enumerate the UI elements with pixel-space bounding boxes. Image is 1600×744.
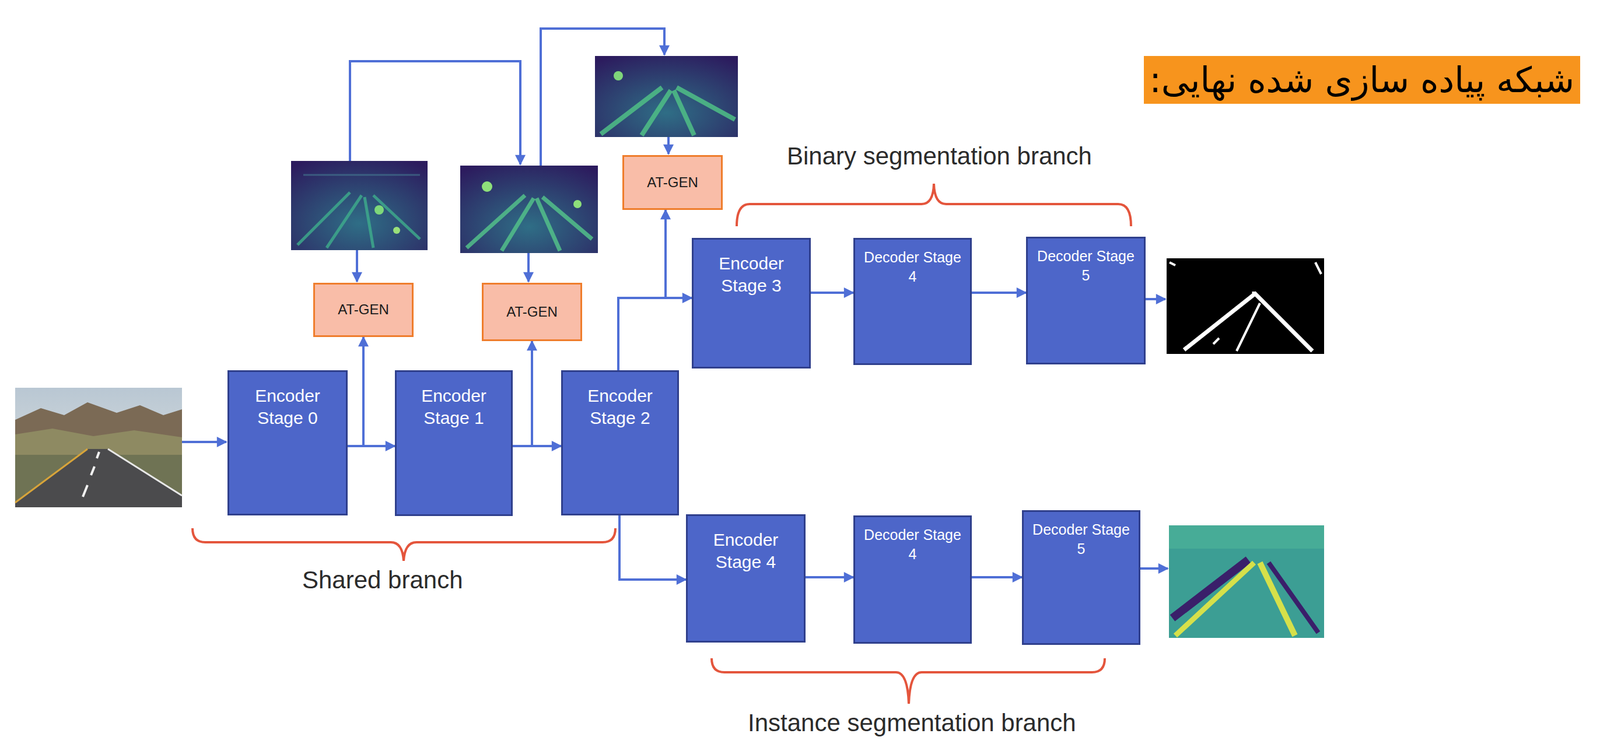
flow-arrow	[619, 515, 686, 580]
decoder-box: Decoder Stage 5	[1021, 510, 1141, 646]
box-text: Encoder Stage 4	[693, 529, 798, 573]
branch-label: Shared branch	[302, 565, 464, 595]
flow-arrow	[971, 576, 1022, 579]
flow-arrow	[618, 298, 692, 371]
slide-title: شبکه پیاده سازی شده نهایی:	[1143, 55, 1581, 104]
decoder-box: Decoder Stage 4	[853, 237, 972, 366]
flow-arrow	[805, 576, 854, 579]
encoder-box: Encoder Stage 4	[685, 514, 806, 643]
road-photo	[15, 387, 182, 508]
binary-output	[1166, 258, 1325, 355]
attention-map	[291, 160, 428, 251]
instance-output	[1168, 525, 1325, 639]
attention-map	[594, 55, 738, 138]
attention-generator-box: AT-GEN	[622, 155, 723, 210]
box-text: Encoder Stage 2	[568, 384, 672, 429]
decoder-box: Decoder Stage 4	[853, 515, 972, 644]
layout-arrows	[181, 28, 1168, 569]
box-text: AT-GEN	[646, 174, 699, 192]
flow-arrow	[512, 445, 562, 448]
encoder-box: Encoder Stage 0	[227, 370, 348, 516]
box-text: Encoder Stage 3	[699, 252, 804, 297]
flow-arrow	[512, 341, 532, 447]
box-text: AT-GEN	[506, 303, 558, 321]
encoder-box: Encoder Stage 2	[561, 370, 679, 516]
attention-generator-box: AT-GEN	[481, 282, 583, 342]
attention-generator-box: AT-GEN	[313, 282, 414, 338]
flow-arrow	[971, 291, 1027, 294]
flow-arrow	[347, 337, 364, 447]
encoder-box: Encoder Stage 1	[394, 370, 513, 517]
box-text: Decoder Stage 5	[1033, 246, 1139, 285]
decoder-box: Decoder Stage 5	[1026, 236, 1146, 365]
branch-label: Binary segmentation branch	[786, 141, 1092, 171]
box-text: Decoder Stage 5	[1029, 520, 1133, 559]
encoder-box: Encoder Stage 3	[691, 237, 811, 369]
flow-arrow	[618, 209, 666, 371]
box-text: AT-GEN	[337, 301, 390, 319]
flow-arrow	[810, 291, 854, 294]
attention-map	[460, 165, 598, 254]
box-text: Encoder Stage 0	[235, 384, 341, 429]
branch-label: Instance segmentation branch	[747, 708, 1077, 738]
bracket	[192, 183, 1132, 705]
box-text: Decoder Stage 4	[860, 525, 965, 564]
box-text: Decoder Stage 4	[860, 247, 965, 286]
flow-arrow	[347, 445, 395, 448]
box-text: Encoder Stage 1	[402, 384, 506, 429]
